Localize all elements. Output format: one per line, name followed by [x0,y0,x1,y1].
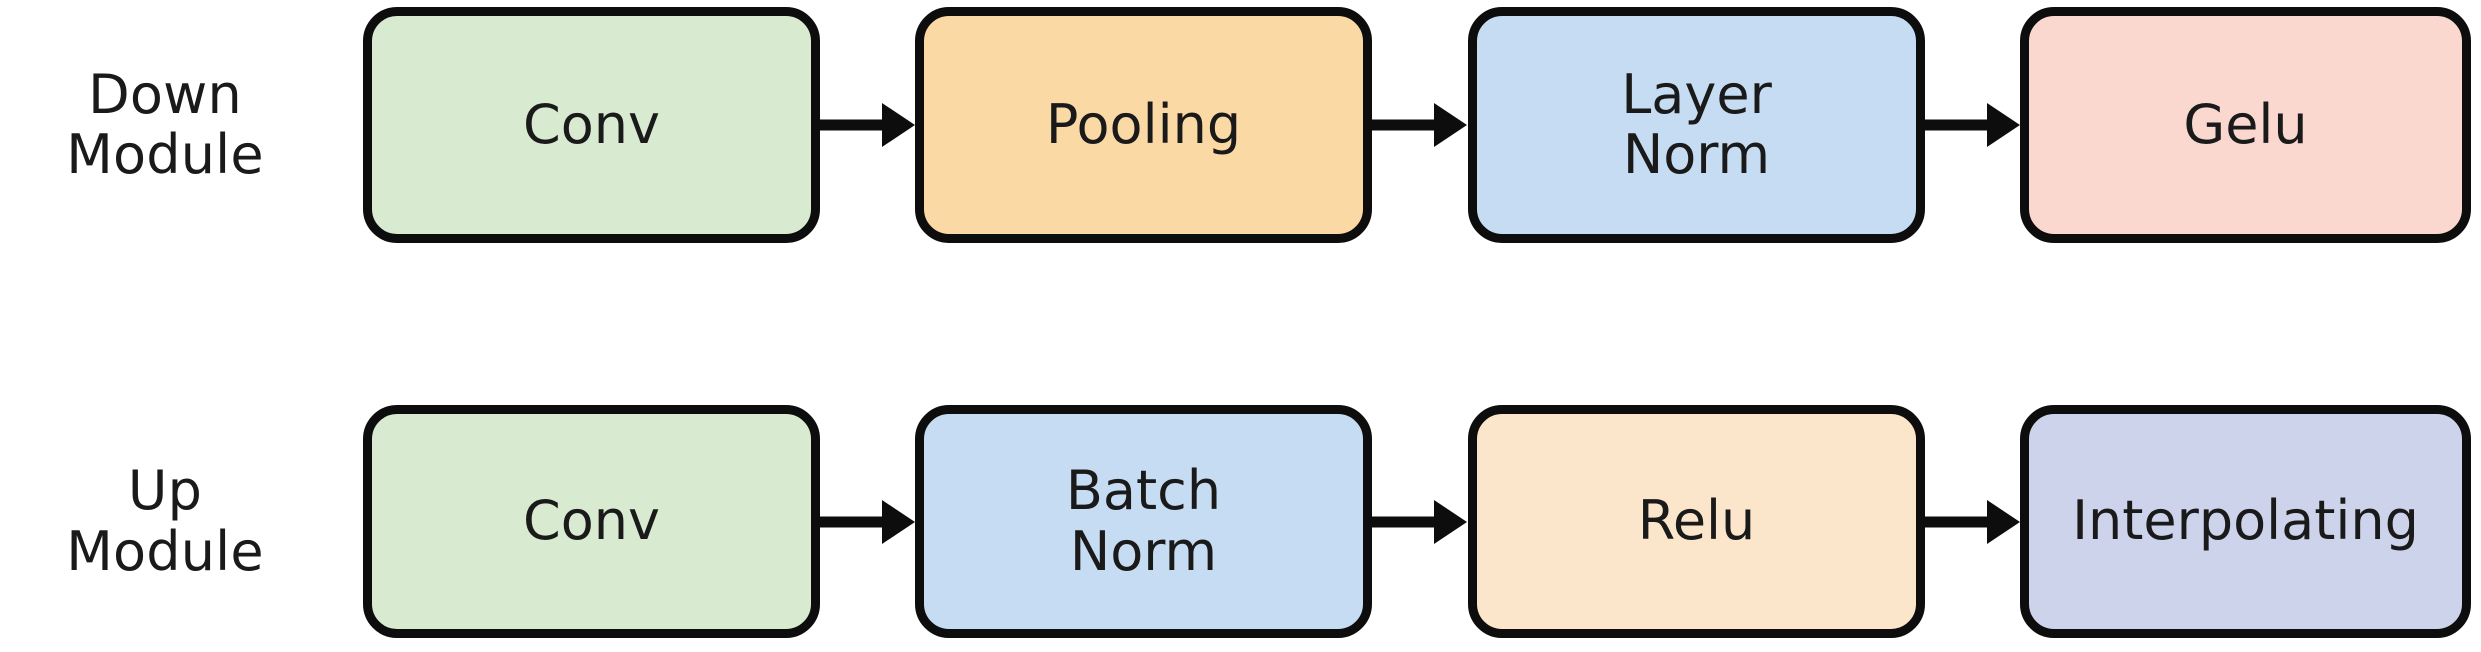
node-label: Interpolating [2072,489,2419,553]
row-label-down-module: Down Module [0,7,330,243]
node-up-interpolating[interactable]: Interpolating [2020,405,2471,638]
arrow-shaft [1925,516,1993,528]
node-down-conv[interactable]: Conv [363,7,820,243]
row-label-line-2: Module [66,123,264,186]
row-label-up-module: Up Module [0,405,330,638]
arrow-shaft [1372,516,1440,528]
arrow-head-icon [882,103,915,147]
arrow-head-icon [1987,103,2020,147]
row-label-line-2: Module [66,519,264,583]
arrow-shaft [1372,119,1440,131]
arrow-shaft [1925,119,1993,131]
node-label: Relu [1637,489,1756,553]
node-down-layer-norm[interactable]: Layer Norm [1468,7,1925,243]
arrow-head-icon [1434,103,1467,147]
node-up-relu[interactable]: Relu [1468,405,1925,638]
node-down-pooling[interactable]: Pooling [915,7,1372,243]
node-label: Pooling [1045,92,1242,156]
node-label: Batch Norm [1065,459,1222,583]
node-label: Gelu [2183,92,2308,156]
node-up-batch-norm[interactable]: Batch Norm [915,405,1372,638]
node-label: Layer Norm [1621,62,1772,186]
node-down-gelu[interactable]: Gelu [2020,7,2471,243]
row-label-line-1: Up [127,459,203,523]
node-up-conv[interactable]: Conv [363,405,820,638]
arrow-shaft [820,516,888,528]
arrow-head-icon [882,500,915,544]
node-label: Conv [523,92,660,156]
arrow-head-icon [1434,500,1467,544]
arrow-head-icon [1987,500,2020,544]
row-label-line-1: Down [88,62,242,126]
arrow-shaft [820,119,888,131]
node-label: Conv [523,489,660,553]
